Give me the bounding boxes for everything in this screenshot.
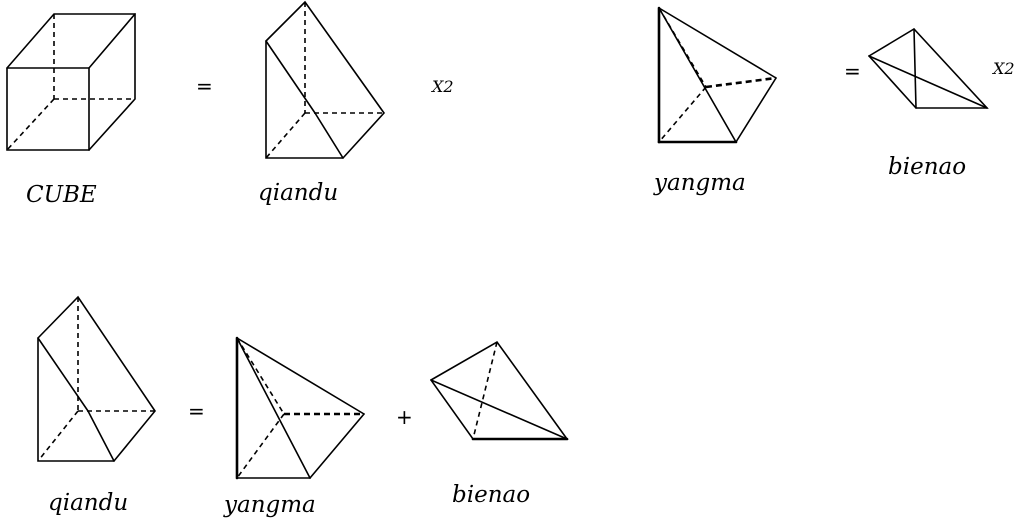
cube-figure (6, 13, 136, 151)
qiandu-top-figure (265, 0, 386, 159)
bienao-bottom-figure (430, 340, 569, 441)
qiandu-bottom-label: qiandu (48, 490, 128, 516)
yangma-top-label: yangma (653, 170, 746, 196)
plus-sign: + (396, 405, 413, 429)
yangma-bottom-figure (235, 336, 365, 480)
qiandu-multiplier: X2 (430, 77, 454, 96)
bienao-bottom-label: bienao (452, 482, 530, 508)
yangma-top-figure (657, 6, 777, 144)
bienao-top-figure (868, 27, 989, 109)
qiandu-top-label: qiandu (258, 180, 338, 206)
cube-label: CUBE (26, 182, 97, 208)
equals-sign-3: = (188, 399, 205, 423)
equals-sign-1: = (196, 74, 213, 98)
qiandu-bottom-figure (37, 295, 156, 462)
bienao-top-label: bienao (888, 154, 966, 180)
bienao-multiplier: X2 (991, 59, 1015, 78)
equals-sign-2: = (844, 59, 861, 83)
yangma-bottom-label: yangma (223, 492, 316, 518)
